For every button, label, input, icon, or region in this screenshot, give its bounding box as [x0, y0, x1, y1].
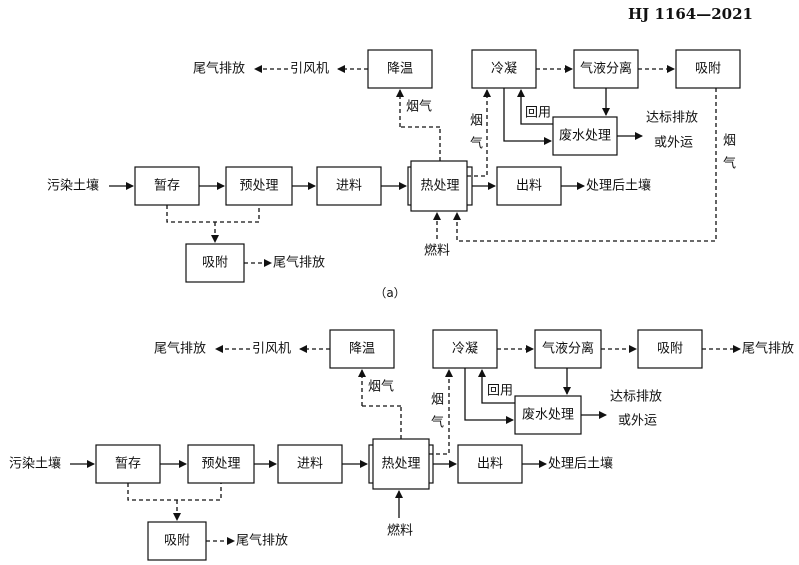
label-exhaust-left: 尾气排放	[154, 341, 206, 357]
label-reuse: 回用	[487, 384, 513, 399]
box-discharge: 出料	[496, 166, 562, 206]
label-contaminated-soil: 污染土壤	[47, 178, 99, 194]
label-induced-fan: 引风机	[290, 62, 329, 77]
label-flue-gas-2a: 烟	[470, 114, 483, 129]
svg-text:吸附: 吸附	[657, 342, 683, 357]
box-wastewater-treatment: 废水处理	[552, 116, 618, 156]
label-exhaust-bottom: 尾气排放	[236, 533, 288, 549]
label-flue-gas-1: 烟气	[368, 379, 394, 395]
box-condense: 冷凝	[471, 49, 537, 89]
label-induced-fan: 引风机	[252, 342, 291, 357]
label-discharge-standard: 达标排放	[610, 390, 662, 405]
box-adsorb-top: 吸附	[637, 329, 703, 369]
label-fuel: 燃料	[387, 523, 413, 539]
box-gas-liquid-separation: 气液分离	[534, 329, 602, 369]
label-exhaust-bottom: 尾气排放	[273, 255, 325, 271]
label-exhaust-left: 尾气排放	[193, 61, 245, 77]
svg-text:热处理: 热处理	[381, 457, 420, 472]
box-cooling: 降温	[367, 49, 433, 89]
connectors-a	[109, 65, 717, 267]
box-feed: 进料	[277, 444, 343, 484]
svg-text:降温: 降温	[349, 342, 375, 357]
svg-text:吸附: 吸附	[695, 62, 721, 77]
box-storage: 暂存	[134, 166, 200, 206]
svg-text:暂存: 暂存	[115, 457, 141, 472]
box-thermal-treatment: 热处理	[407, 160, 473, 212]
svg-text:吸附: 吸附	[202, 256, 228, 271]
standard-number: HJ 1164—2021	[628, 5, 753, 23]
diagram-a: 降温 冷凝 气液分离 吸附 废水处理 暂存 预处理 进料	[47, 49, 741, 300]
svg-text:吸附: 吸附	[164, 534, 190, 549]
svg-text:出料: 出料	[477, 457, 503, 472]
svg-text:废水处理: 废水处理	[559, 128, 611, 144]
svg-text:进料: 进料	[297, 457, 323, 472]
svg-text:热处理: 热处理	[420, 179, 459, 194]
svg-text:气液分离: 气液分离	[580, 61, 632, 77]
svg-text:预处理: 预处理	[239, 179, 278, 194]
label-flue-gas-3a: 烟	[723, 134, 736, 149]
box-adsorb-bottom: 吸附	[185, 243, 245, 283]
caption-a: （a）	[374, 286, 405, 300]
box-adsorb-top: 吸附	[675, 49, 741, 89]
label-flue-gas-2a: 烟	[431, 393, 444, 408]
box-storage: 暂存	[95, 444, 161, 484]
box-feed: 进料	[316, 166, 382, 206]
box-pretreatment: 预处理	[187, 444, 255, 484]
box-thermal-treatment: 热处理	[368, 438, 434, 490]
svg-text:预处理: 预处理	[201, 457, 240, 472]
label-flue-gas-2b: 气	[470, 136, 483, 152]
label-discharge-standard: 达标排放	[646, 111, 698, 126]
label-exhaust-right: 尾气排放	[742, 341, 794, 357]
label-contaminated-soil: 污染土壤	[9, 456, 61, 472]
svg-text:降温: 降温	[387, 62, 413, 77]
label-treated-soil: 处理后土壤	[586, 178, 651, 194]
label-flue-gas-2b: 气	[431, 415, 444, 431]
label-treated-soil: 处理后土壤	[548, 456, 613, 472]
diagram-b: 降温 冷凝 气液分离 吸附 废水处理 暂存 预处理 进料	[9, 329, 794, 561]
svg-text:废水处理: 废水处理	[522, 407, 574, 423]
label-flue-gas-3b: 气	[723, 156, 736, 172]
label-fuel: 燃料	[424, 243, 450, 259]
svg-text:冷凝: 冷凝	[491, 61, 517, 77]
box-wastewater-treatment: 废水处理	[514, 395, 582, 435]
box-condense: 冷凝	[432, 329, 498, 369]
box-pretreatment: 预处理	[225, 166, 293, 206]
box-adsorb-bottom: 吸附	[147, 521, 207, 561]
svg-text:气液分离: 气液分离	[542, 341, 594, 357]
svg-text:暂存: 暂存	[154, 179, 180, 194]
label-reuse: 回用	[525, 106, 551, 121]
box-discharge: 出料	[457, 444, 523, 484]
svg-text:出料: 出料	[516, 179, 542, 194]
label-or-transport: 或外运	[654, 136, 693, 151]
label-flue-gas-1: 烟气	[406, 99, 432, 115]
svg-text:冷凝: 冷凝	[452, 341, 478, 357]
label-or-transport: 或外运	[618, 414, 657, 429]
connectors-b	[70, 345, 741, 545]
svg-text:进料: 进料	[336, 179, 362, 194]
box-gas-liquid-separation: 气液分离	[573, 49, 639, 89]
box-cooling: 降温	[329, 329, 395, 369]
